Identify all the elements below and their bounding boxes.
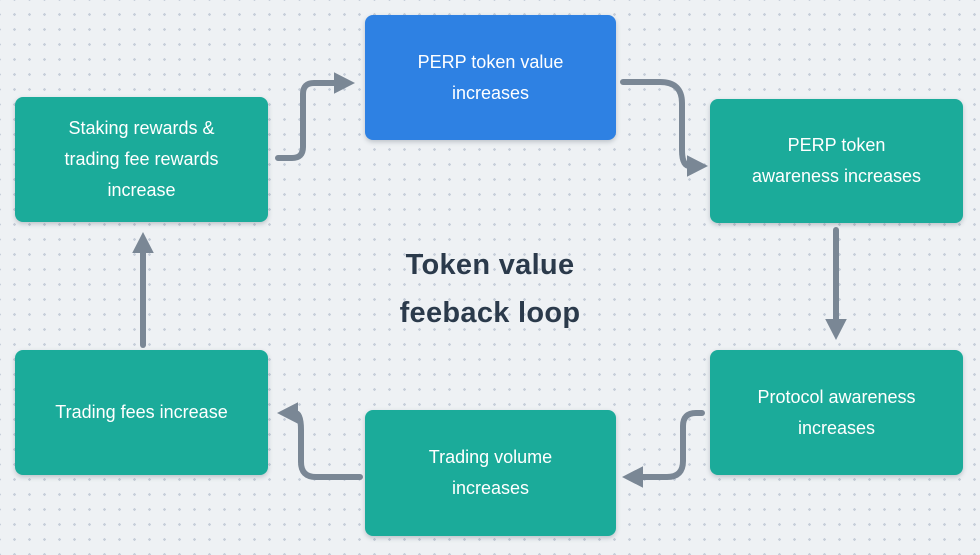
node-protocol-awareness: Protocol awareness increases	[710, 350, 963, 475]
arrow-token-value-to-awareness	[620, 79, 708, 177]
arrow-volume-to-fees	[277, 402, 363, 480]
arrow-protocol-to-volume	[622, 410, 705, 488]
node-perp-token-value: PERP token value increases	[365, 15, 616, 140]
node-staking-rewards: Staking rewards & trading fee rewards in…	[15, 97, 268, 222]
node-trading-volume: Trading volume increases	[365, 410, 616, 536]
node-perp-token-awareness: PERP token awareness increases	[710, 99, 963, 223]
node-trading-fees: Trading fees increase	[15, 350, 268, 475]
diagram-title: Token value feeback loop	[399, 249, 581, 329]
arrow-staking-to-token-value	[275, 72, 355, 161]
